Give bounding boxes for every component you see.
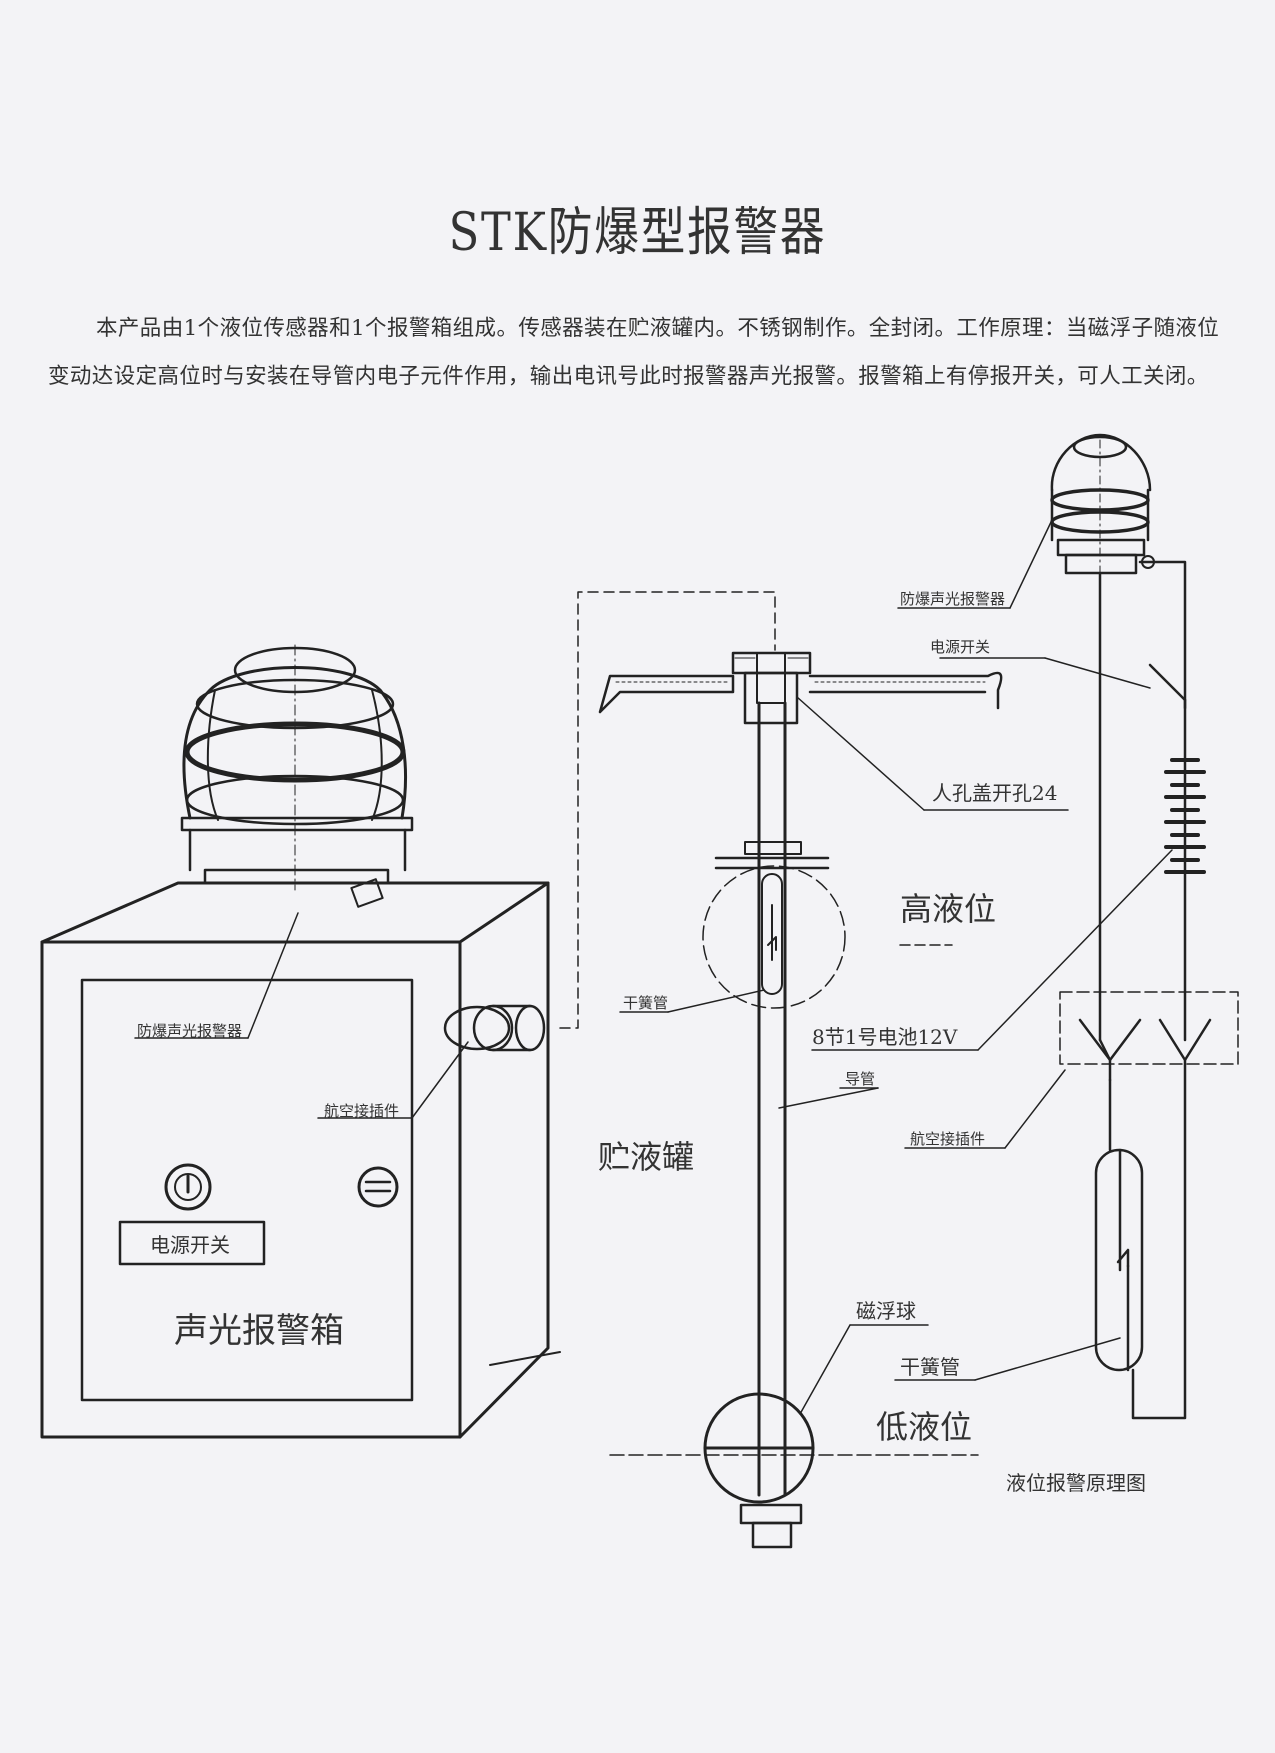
box-label-connector: 航空接插件 <box>324 1102 399 1120</box>
sensor-label-manhole: 人孔盖开孔24 <box>932 781 1057 805</box>
sensor-label-reed-tube: 干簧管 <box>623 994 668 1012</box>
connector-icon <box>443 1004 546 1052</box>
alarm-schematic-drawing <box>811 433 1239 1420</box>
alarm-box-drawing <box>40 591 776 1439</box>
indicator-icon <box>357 1166 399 1208</box>
schematic-label-power-switch: 电源开关 <box>930 638 990 656</box>
alarm-box-top <box>40 881 550 944</box>
schematic-label-alarm-lamp: 防爆声光报警器 <box>900 590 1005 608</box>
sensor-label-low-level: 低液位 <box>876 1408 972 1446</box>
sensor-label-tank: 贮液罐 <box>598 1138 694 1176</box>
sensor-label-high-level: 高液位 <box>900 890 996 928</box>
alarm-box-front <box>40 940 462 1439</box>
schematic-label-battery: 8节1号电池12V <box>812 1025 958 1049</box>
alarm-lamp-icon <box>180 644 414 908</box>
alarm-box-panel <box>80 978 414 1402</box>
schematic-caption: 液位报警原理图 <box>1006 1471 1146 1495</box>
sensor-label-guide-tube: 导管 <box>845 1070 875 1088</box>
page-title: STK防爆型报警器 <box>448 203 827 263</box>
power-switch-plate <box>118 1220 266 1266</box>
schematic-label-reed-tube: 干簧管 <box>900 1355 960 1379</box>
product-description: 本产品由1个液位传感器和1个报警箱组成。传感器装在贮液罐内。不锈钢制作。全封闭。… <box>48 316 1220 389</box>
level-sensor-drawing <box>598 651 1069 1549</box>
schematic-lamp-icon <box>1050 433 1152 575</box>
box-label-power-switch: 电源开关 <box>150 1233 230 1257</box>
alarm-box-side <box>458 881 550 1439</box>
power-knob-icon <box>164 1163 212 1211</box>
schematic-label-connector: 航空接插件 <box>910 1130 985 1148</box>
box-label-alarm-box: 声光报警箱 <box>174 1311 344 1351</box>
sensor-label-float-ball: 磁浮球 <box>856 1299 916 1323</box>
box-label-alarm-lamp: 防爆声光报警器 <box>137 1022 242 1040</box>
